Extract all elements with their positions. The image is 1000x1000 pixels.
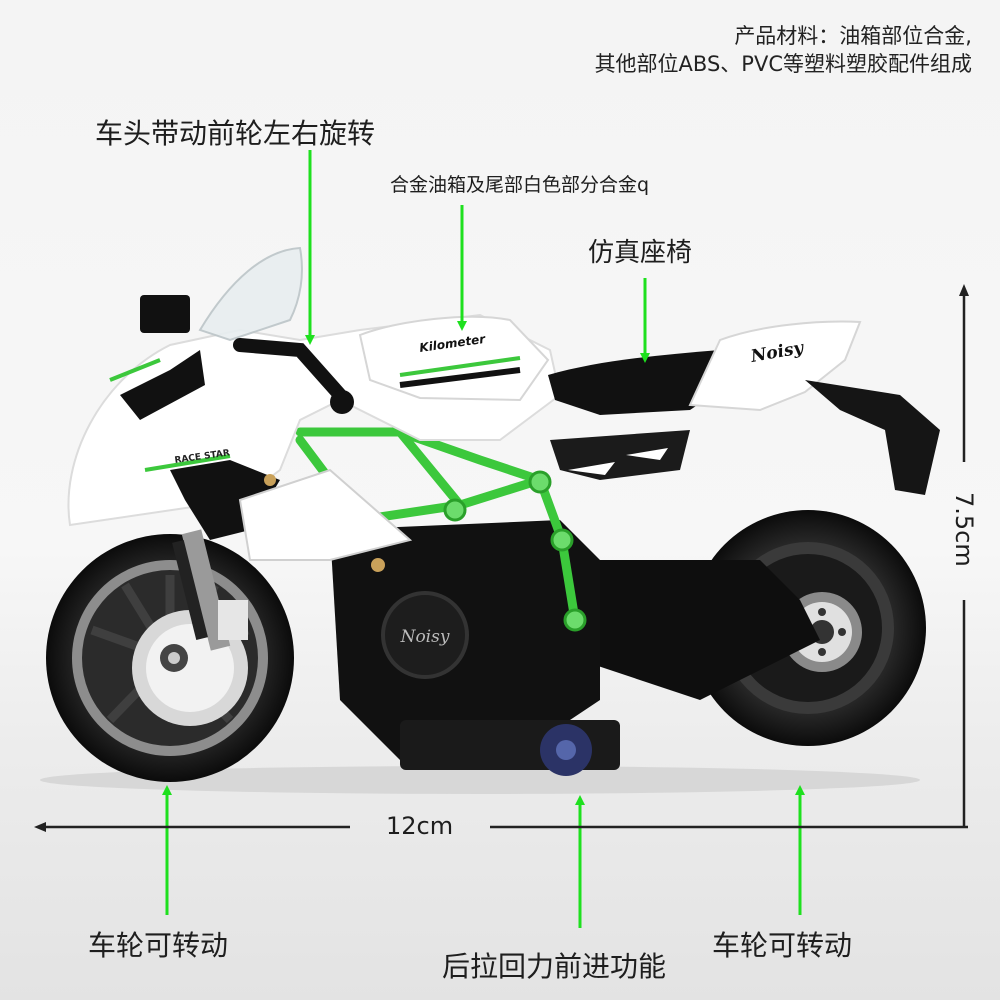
callout-front-steering: 车头带动前轮左右旋转	[95, 117, 376, 150]
material-note: 产品材料：油箱部位合金, 其他部位ABS、PVC等塑料塑胶配件组成	[595, 22, 972, 78]
mirror	[140, 295, 190, 333]
ground-shadow	[40, 766, 920, 794]
callout-pullback: 后拉回力前进功能	[442, 950, 667, 983]
material-note-line2: 其他部位ABS、PVC等塑料塑胶配件组成	[594, 52, 972, 76]
engine-decal: Noisy	[400, 627, 450, 647]
dimension-height: 7.5cm	[950, 492, 978, 567]
swingarm	[560, 560, 820, 700]
callout-arrows	[162, 150, 805, 928]
seat	[548, 350, 735, 415]
windscreen	[198, 246, 303, 342]
fuel-tank: Kilometer	[358, 315, 550, 402]
callout-rear-wheel: 车轮可转动	[712, 929, 853, 962]
handlebar	[233, 338, 354, 414]
dimension-lines	[34, 284, 969, 832]
engine-block: Noisy	[330, 520, 620, 776]
callout-alloy-tank: 合金油箱及尾部白色部分合金q	[390, 174, 650, 196]
callout-seat: 仿真座椅	[588, 238, 693, 268]
material-note-line1: 产品材料：油箱部位合金,	[734, 24, 972, 48]
tail-section: Noisy	[688, 320, 940, 495]
side-cover	[550, 430, 690, 480]
front-fork	[172, 529, 248, 651]
dimension-length: 12cm	[386, 812, 454, 840]
front-wheel	[46, 534, 294, 782]
callout-front-wheel: 车轮可转动	[88, 929, 229, 962]
